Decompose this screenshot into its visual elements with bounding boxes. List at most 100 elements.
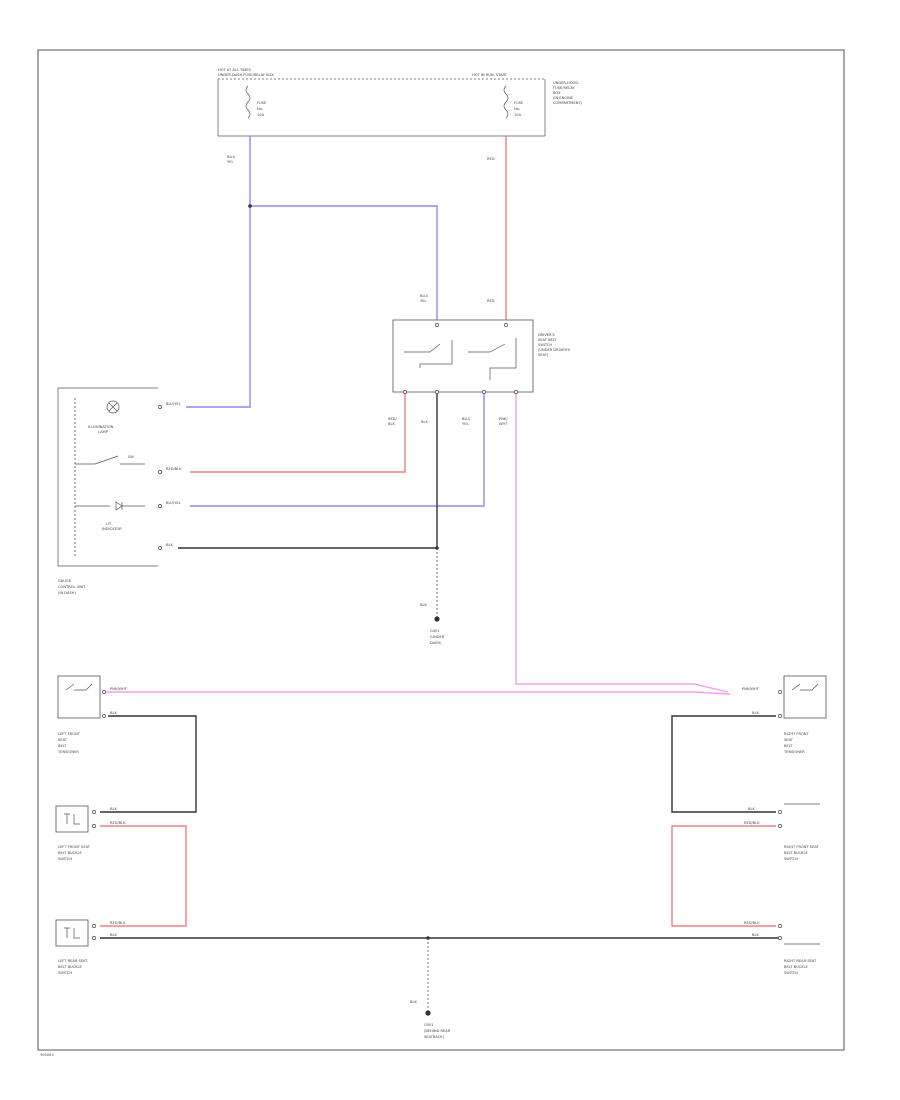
gauge-box-outline bbox=[57, 387, 158, 567]
left-lower-sensor-wire-1: RED/BLK bbox=[110, 921, 126, 925]
wire-blk-left-upper bbox=[100, 715, 197, 813]
right-lower-sensor-label-1: RIGHT REAR SEAT bbox=[784, 959, 817, 963]
right-tensioner-terminal-2 bbox=[778, 714, 782, 718]
right-tensioner-label-3: BELT bbox=[784, 744, 793, 748]
left-lower-sensor-terminal-1 bbox=[92, 924, 96, 928]
figure-id: Y05003 bbox=[40, 1053, 54, 1057]
wire-blu-yel-lamp bbox=[186, 136, 251, 408]
right-tensioner-label-2: SEAT bbox=[784, 738, 794, 742]
gauge-wire-4: BLK bbox=[166, 543, 173, 547]
fuse-left-rating: 10A bbox=[257, 113, 265, 117]
left-lower-sensor-label-2: BELT BUCKLE bbox=[58, 965, 83, 969]
right-tensioner-switch-icon bbox=[791, 683, 819, 691]
gauge-wire-2: RED/BLK bbox=[166, 467, 182, 471]
lamp-label-1: ILLUMINATION bbox=[88, 425, 114, 429]
right-upper-sensor-label-3: SWITCH bbox=[784, 857, 798, 861]
left-tensioner-wire-top: PNK/WHT bbox=[110, 687, 128, 691]
left-tensioner-terminal-2 bbox=[102, 714, 106, 718]
right-lower-sensor-wire-1: RED/BLK bbox=[744, 921, 760, 925]
fuse-panel-right-desc-4: (IN ENGINE bbox=[553, 96, 574, 100]
ground-g401: BLK G401 (UNDER DASH) bbox=[420, 603, 445, 645]
fuse-panel-subtitle: UNDER-DASH FUSE/RELAY BOX bbox=[218, 73, 274, 77]
ground-bottom-label-2: (BEHIND REAR bbox=[424, 1029, 451, 1033]
relay-wire-top-right: RED bbox=[487, 299, 495, 303]
ground-top-label-3: DASH) bbox=[430, 641, 442, 645]
wire-red-blk-right bbox=[671, 825, 776, 927]
fuse-panel-right-desc-3: BOX bbox=[553, 91, 561, 95]
wire-pnk-wht-left bbox=[102, 691, 731, 695]
left-lower-sensor-label-1: LEFT REAR SEAT bbox=[58, 959, 88, 963]
splice-point-top bbox=[248, 204, 252, 208]
relay-pin3-wire-1: BLU/ bbox=[462, 417, 471, 421]
left-upper-sensor: BLK RED/BLK LEFT FRONT SEAT BELT BUCKLE … bbox=[55, 805, 126, 861]
relay-pin-top-right bbox=[504, 323, 508, 327]
gauge-switch-icon bbox=[75, 455, 145, 465]
left-lower-sensor-terminal-2 bbox=[92, 936, 96, 940]
ground-top-label-2: (UNDER bbox=[430, 635, 445, 639]
left-tensioner-box bbox=[57, 675, 101, 719]
gauge-switch-label: SW bbox=[128, 455, 134, 459]
relay-switch-b bbox=[468, 338, 517, 380]
fuse-panel-right-desc-5: COMPARTMENT) bbox=[553, 101, 583, 105]
fuse-left-name: FUSE bbox=[257, 101, 267, 105]
relay-desc-1: DRIVER'S bbox=[538, 333, 556, 337]
left-upper-sensor-label-2: BELT BUCKLE bbox=[58, 851, 83, 855]
relay-pin-4 bbox=[514, 390, 518, 394]
relay-pin-2 bbox=[435, 390, 439, 394]
left-front-tensioner: PNK/WHT BLK LEFT FRONT SEAT BELT TENSION… bbox=[57, 675, 128, 754]
right-lower-sensor-label-3: SWITCH bbox=[784, 971, 798, 975]
gauge-title-3: (IN DASH) bbox=[58, 591, 76, 595]
right-upper-sensor-wire-2: RED/BLK bbox=[744, 821, 760, 825]
relay-wire-top-left-2: YEL bbox=[420, 299, 426, 303]
relay-pin-1 bbox=[403, 390, 407, 394]
relay-wire-top-left-1: BLU/ bbox=[420, 294, 429, 298]
wire-red-blk-left bbox=[100, 825, 187, 927]
ground-top-label-1: G401 bbox=[430, 629, 440, 633]
right-tensioner-label-4: TENSIONER bbox=[783, 750, 805, 754]
relay-desc-5: SEAT) bbox=[538, 353, 549, 357]
fuse-panel-title: HOT AT ALL TIMES bbox=[218, 68, 252, 72]
relay-pin1-wire-2: BLK bbox=[388, 422, 395, 426]
right-lower-sensor-terminal-2 bbox=[778, 936, 782, 940]
diagram-frame bbox=[37, 49, 845, 1051]
left-upper-sensor-label-1: LEFT FRONT SEAT bbox=[58, 845, 91, 849]
ground-bottom-icon bbox=[425, 1010, 431, 1016]
indicator-label-1: LIT bbox=[106, 522, 112, 526]
fuse-panel-right-title: HOT IN RUN, START bbox=[472, 73, 508, 77]
gauge-title-1: GAUGE bbox=[58, 579, 72, 583]
ground-bottom-wire: BLK bbox=[410, 1000, 417, 1004]
right-tensioner-box bbox=[783, 675, 827, 719]
gauge-terminal-4 bbox=[158, 546, 162, 550]
driver-seat-belt-switch: BLU/ YEL RED DRIVER'S SEAT BELT SWITCH (… bbox=[388, 294, 571, 426]
right-lower-sensor-wire-2: BLK bbox=[752, 933, 759, 937]
lamp-label-2: LAMP bbox=[98, 430, 109, 434]
right-lower-sensor: RED/BLK BLK RIGHT REAR SEAT BELT BUCKLE … bbox=[744, 921, 820, 975]
gauge-control-unit: ILLUMINATION LAMP SW LIT INDICATOR BLU/Y… bbox=[57, 387, 182, 595]
fuse-left-wire-label-2: YEL bbox=[227, 160, 233, 164]
right-upper-sensor-terminal-1 bbox=[778, 810, 782, 814]
right-upper-sensor-terminal-2 bbox=[778, 824, 782, 828]
left-tensioner-switch-icon bbox=[65, 683, 93, 691]
indicator-label-2: INDICATOR bbox=[102, 527, 122, 531]
fuse-panel-right-desc-1: UNDER-HOOD bbox=[553, 81, 578, 85]
wire-red-blk-switch bbox=[190, 392, 406, 473]
relay-pin4-wire-2: WHT bbox=[499, 422, 508, 426]
right-upper-sensor-label-2: BELT BUCKLE bbox=[784, 851, 809, 855]
fuse-right-rating: 10A bbox=[514, 113, 522, 117]
left-lower-sensor-box bbox=[55, 919, 89, 947]
right-lower-sensor-terminal-1 bbox=[778, 924, 782, 928]
fuse-right-wire-label: RED bbox=[487, 157, 495, 161]
gauge-title-2: CONTROL UNIT bbox=[58, 585, 86, 589]
gauge-wire-1: BLU/YEL bbox=[166, 402, 181, 406]
fuse-panel-right-desc-2: FUSE/RELAY bbox=[553, 86, 575, 90]
right-upper-sensor-wire-1: BLK bbox=[748, 807, 755, 811]
left-upper-sensor-terminal-1 bbox=[92, 810, 96, 814]
fuse-left-symbol bbox=[245, 85, 251, 119]
gauge-terminal-1 bbox=[158, 405, 162, 409]
left-upper-sensor-box bbox=[55, 805, 89, 833]
left-lower-sensor-icon bbox=[64, 927, 80, 939]
fuse-left-number: No. bbox=[257, 107, 263, 111]
right-tensioner-terminal-1 bbox=[778, 690, 782, 694]
gauge-terminal-3 bbox=[158, 504, 162, 508]
